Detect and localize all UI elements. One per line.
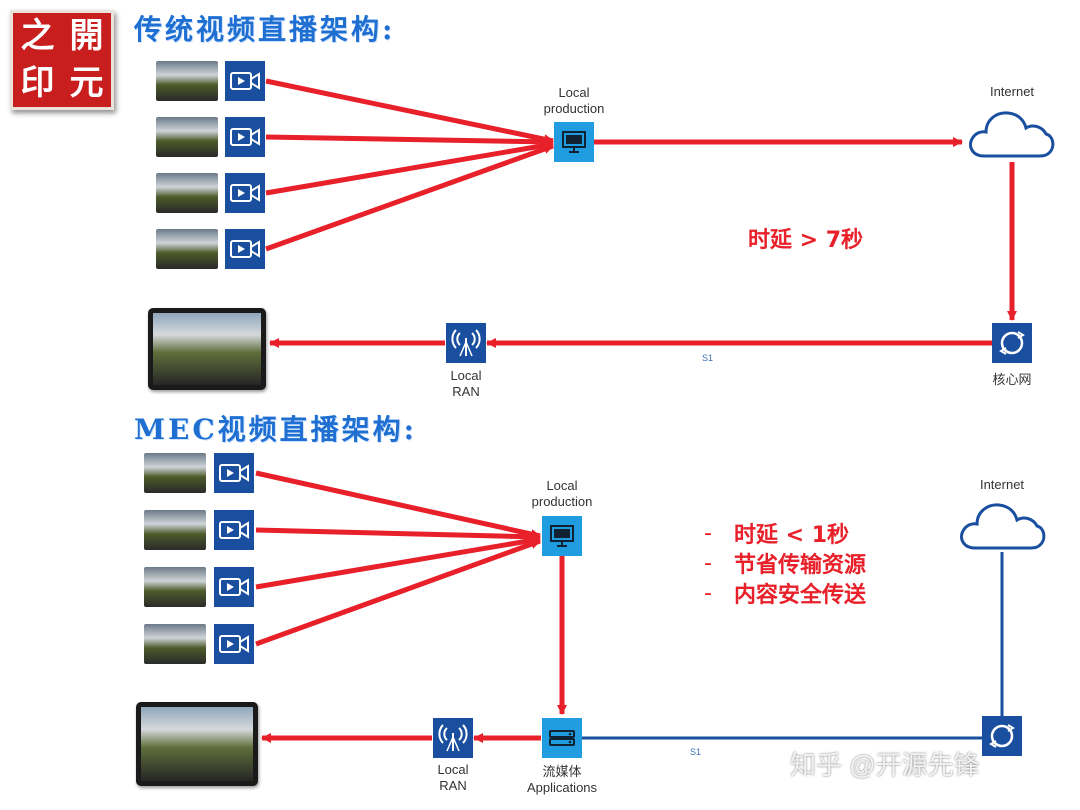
label-line: production xyxy=(543,101,605,116)
label-line: Local xyxy=(450,368,482,383)
local-ran-label: Local RAN xyxy=(436,368,496,400)
video-camera-icon xyxy=(214,624,254,664)
tablet-display xyxy=(136,702,258,786)
cloud-icon xyxy=(966,104,1056,165)
video-camera-icon xyxy=(214,453,254,493)
benefit-text: 内容安全传送 xyxy=(734,583,867,608)
section-title-traditional: 传统视频直播架构: xyxy=(134,13,396,46)
section-title-mec: MEC视频直播架构: xyxy=(134,413,417,446)
logo-char: 印 xyxy=(20,63,55,103)
latency-text: 时延 > 7秒 xyxy=(748,228,864,253)
server-icon xyxy=(542,718,582,758)
arrow-cam3-production xyxy=(265,140,554,196)
logo: 之 開 印 元 xyxy=(10,10,114,110)
monitor-icon xyxy=(554,122,594,162)
label-line: RAN xyxy=(439,778,467,793)
label-line: 流媒体 xyxy=(542,764,582,779)
tablet-display xyxy=(148,308,266,390)
local-ran-label: Local RAN xyxy=(423,762,483,794)
antenna-icon xyxy=(433,718,473,758)
label-line: Applications xyxy=(526,780,598,795)
video-thumbnail xyxy=(144,510,206,550)
arrow-cam4-production xyxy=(265,143,554,252)
video-camera-icon xyxy=(214,510,254,550)
video-camera-icon xyxy=(225,229,265,269)
arrow-cam2-production xyxy=(265,134,554,147)
label-line: RAN xyxy=(452,384,480,399)
s1-label: S1 xyxy=(702,353,714,363)
internet-label: Internet xyxy=(979,477,1025,492)
video-camera-icon xyxy=(225,173,265,213)
media-applications-label: 流媒体 Applications xyxy=(518,764,606,796)
tablet-screen xyxy=(141,707,253,781)
video-camera-icon xyxy=(214,567,254,607)
bullet: - xyxy=(704,550,712,576)
arrow-mec-cam2-production xyxy=(255,527,541,542)
video-thumbnail xyxy=(144,567,206,607)
tablet-screen xyxy=(153,313,261,385)
arrow-cam1-production xyxy=(265,78,554,145)
benefit-item: - 节省传输资源 xyxy=(704,548,867,579)
bullet: - xyxy=(704,520,712,546)
core-network-icon xyxy=(992,323,1032,363)
label-line: production xyxy=(531,494,593,509)
benefit-item: - 内容安全传送 xyxy=(704,578,867,609)
local-production-label: Local production xyxy=(534,85,614,117)
video-thumbnail xyxy=(144,624,206,664)
benefit-text: 时延 < 1秒 xyxy=(734,523,850,548)
arrow-mec-cam4-production xyxy=(255,538,541,647)
video-thumbnail xyxy=(156,117,218,157)
s1-label: S1 xyxy=(690,747,702,757)
logo-char: 之 xyxy=(20,16,55,56)
bullet: - xyxy=(704,580,712,606)
antenna-icon xyxy=(446,323,486,363)
logo-char: 開 xyxy=(69,16,104,56)
video-thumbnail xyxy=(156,61,218,101)
local-production-label: Local production xyxy=(522,478,602,510)
cloud-icon xyxy=(957,496,1047,557)
video-thumbnail xyxy=(156,229,218,269)
watermark: 知乎 @开源先锋 xyxy=(790,750,980,780)
internet-label: Internet xyxy=(989,84,1035,99)
label-line: Local xyxy=(558,85,590,100)
benefit-list: - 时延 < 1秒 - 节省传输资源 - 内容安全传送 xyxy=(704,518,867,609)
arrow-mec-cam3-production xyxy=(255,535,541,590)
logo-char: 元 xyxy=(69,63,104,103)
label-line: Local xyxy=(546,478,578,493)
video-thumbnail xyxy=(156,173,218,213)
video-thumbnail xyxy=(144,453,206,493)
core-network-icon xyxy=(982,716,1022,756)
benefit-text: 节省传输资源 xyxy=(734,553,867,578)
label-line: Local xyxy=(437,762,469,777)
benefit-item: - 时延 < 1秒 xyxy=(704,518,866,549)
monitor-icon xyxy=(542,516,582,556)
core-network-label: 核心网 xyxy=(992,372,1032,387)
video-camera-icon xyxy=(225,61,265,101)
video-camera-icon xyxy=(225,117,265,157)
arrow-mec-cam1-production xyxy=(255,470,541,539)
